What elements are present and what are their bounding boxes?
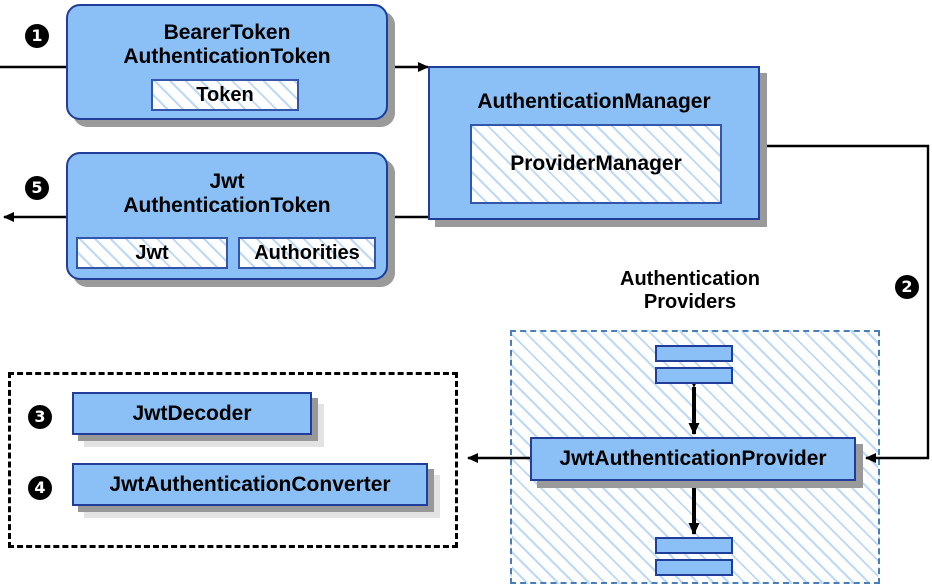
jwt-token-line1: Jwt — [209, 170, 245, 194]
node-jwt-authentication-provider[interactable]: JwtAuthenticationProvider — [530, 437, 856, 481]
badge-step-1: 1 — [25, 24, 49, 48]
badge-step-2: 2 — [895, 275, 919, 299]
node-jwt-authentication-converter[interactable]: JwtAuthenticationConverter — [72, 463, 428, 506]
bearer-token-line2: AuthenticationToken — [123, 45, 331, 68]
node-jwt-decoder[interactable]: JwtDecoder — [72, 392, 312, 435]
inner-box-provider-manager: ProviderManager — [470, 124, 722, 204]
authentication-providers-label-line2: Providers — [643, 291, 737, 313]
authentication-manager-title: AuthenticationManager — [477, 90, 711, 113]
authentication-providers-label-line1: Authentication — [620, 268, 760, 290]
jwt-authentication-provider-label: JwtAuthenticationProvider — [559, 447, 827, 471]
bearer-token-line1: BearerToken — [163, 21, 291, 45]
badge-step-5: 5 — [25, 176, 49, 200]
provider-stub-top-1 — [655, 345, 733, 362]
provider-stub-top-2 — [655, 367, 733, 384]
provider-stub-bottom-1 — [655, 537, 733, 554]
badge-step-3: 3 — [28, 405, 52, 429]
jwt-decoder-label: JwtDecoder — [132, 401, 252, 425]
authentication-providers-label: Authentication Providers — [570, 268, 810, 314]
jwt-support-region — [8, 372, 458, 548]
badge-step-4: 4 — [28, 476, 52, 500]
jwt-token-line2: AuthenticationToken — [123, 194, 331, 217]
inner-box-authorities: Authorities — [238, 237, 376, 269]
inner-box-token: Token — [151, 79, 299, 111]
node-bearer-token-authentication-token[interactable]: BearerToken AuthenticationToken — [66, 4, 388, 120]
inner-box-jwt: Jwt — [76, 237, 228, 269]
provider-stub-bottom-2 — [655, 559, 733, 576]
jwt-authentication-converter-label: JwtAuthenticationConverter — [109, 472, 391, 496]
